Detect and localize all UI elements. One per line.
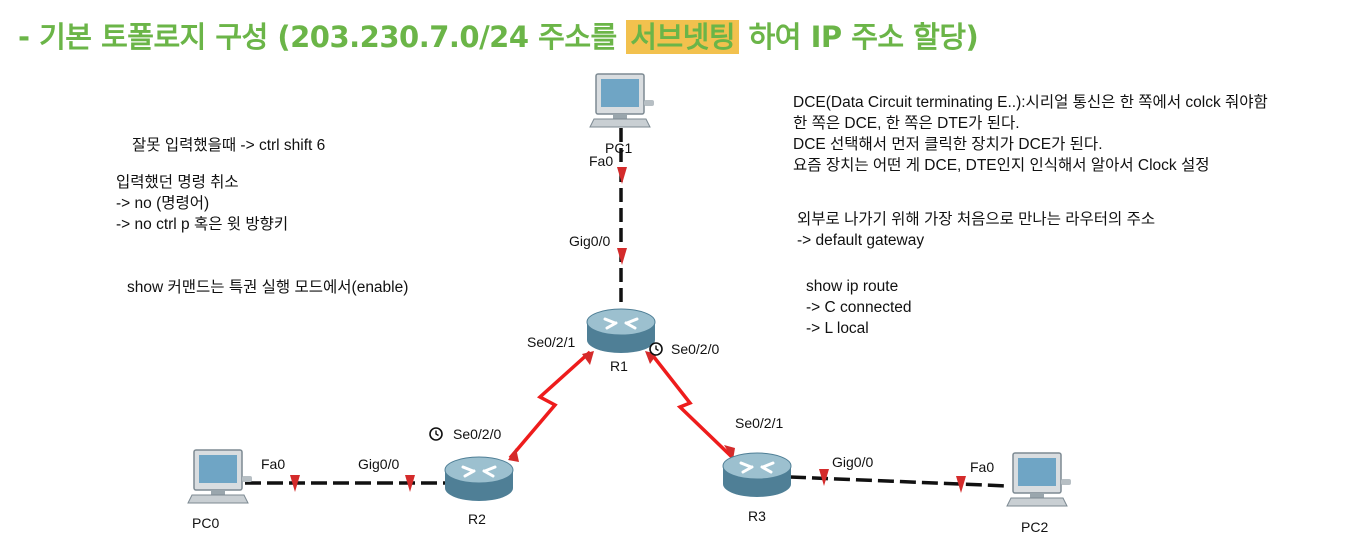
note-line: 요즘 장치는 어떤 게 DCE, DTE인지 인식해서 알아서 Clock 설정 — [793, 157, 1210, 174]
note-line: DCE 선택해서 먼저 클릭한 장치가 DCE가 된다. — [793, 136, 1103, 153]
pc1-device[interactable] — [589, 73, 655, 128]
port-label: Se0/2/0 — [453, 426, 501, 442]
port-label: Gig0/0 — [358, 456, 399, 472]
note-line: show ip route — [806, 278, 899, 295]
note-ctrl-shift-6: 잘못 입력했을때 -> ctrl shift 6 — [132, 137, 326, 154]
pc2-device[interactable] — [1006, 452, 1072, 507]
port-marker — [582, 351, 594, 365]
note-show-command: show 커맨드는 특권 실행 모드에서(enable) — [127, 279, 409, 296]
port-marker — [617, 248, 627, 265]
port-marker — [617, 167, 627, 184]
clock-icon — [649, 342, 663, 356]
note-line: -> default gateway — [797, 232, 925, 249]
title-suffix: 하여 IP 주소 할당) — [739, 20, 979, 54]
r3-router[interactable] — [721, 451, 793, 499]
pc2-label: PC2 — [1021, 519, 1048, 535]
port-label: Fa0 — [970, 459, 994, 475]
note-show-ip-route: show ip route -> C connected -> L local — [806, 276, 912, 339]
page-title: - 기본 토폴로지 구성 (203.230.7.0/24 주소를 서브넷팅 하여… — [18, 14, 979, 56]
note-line: -> C connected — [806, 299, 912, 316]
port-label: Gig0/0 — [569, 233, 610, 249]
port-label: Se0/2/0 — [671, 341, 719, 357]
port-marker — [405, 475, 415, 492]
port-label: Se0/2/1 — [527, 334, 575, 350]
note-default-gateway: 외부로 나가기 위해 가장 처음으로 만나는 라우터의 주소 -> defaul… — [797, 209, 1155, 251]
note-line: 외부로 나가기 위해 가장 처음으로 만나는 라우터의 주소 — [797, 211, 1156, 228]
serial-link-r1-r3 — [648, 350, 735, 460]
r3-label: R3 — [748, 508, 766, 524]
r2-label: R2 — [468, 511, 486, 527]
port-label: Se0/2/1 — [735, 415, 783, 431]
note-dce: DCE(Data Circuit terminating E..):시리얼 통신… — [793, 92, 1268, 176]
port-marker — [819, 469, 829, 486]
clock-icon — [429, 427, 443, 441]
note-line: 입력했던 명령 취소 — [116, 174, 239, 191]
port-label: Fa0 — [261, 456, 285, 472]
port-marker — [724, 445, 735, 460]
pc0-device[interactable] — [187, 449, 253, 504]
note-line: -> no ctrl p 혹은 윗 방향키 — [116, 216, 289, 233]
note-line: DCE(Data Circuit terminating E..):시리얼 통신… — [793, 94, 1268, 111]
port-marker — [508, 448, 519, 462]
note-line: 한 쪽은 DCE, 한 쪽은 DTE가 된다. — [793, 115, 1020, 132]
note-line: -> no (명령어) — [116, 195, 210, 212]
r1-router[interactable] — [585, 307, 657, 355]
serial-link-r1-r2 — [508, 350, 592, 460]
link-r3-pc2 — [789, 475, 1009, 488]
pc1-label: PC1 — [605, 140, 632, 156]
note-cancel-command: 입력했던 명령 취소 -> no (명령어) -> no ctrl p 혹은 윗… — [116, 172, 288, 235]
port-label: Fa0 — [589, 153, 613, 169]
port-markers — [290, 167, 966, 493]
port-marker — [956, 476, 966, 493]
r1-label: R1 — [610, 358, 628, 374]
port-marker — [290, 475, 300, 492]
title-highlight: 서브넷팅 — [626, 20, 740, 54]
pc0-label: PC0 — [192, 515, 219, 531]
port-label: Gig0/0 — [832, 454, 873, 470]
note-line: -> L local — [806, 320, 869, 337]
title-prefix: - 기본 토폴로지 구성 (203.230.7.0/24 주소를 — [18, 20, 627, 54]
r2-router[interactable] — [443, 455, 515, 503]
